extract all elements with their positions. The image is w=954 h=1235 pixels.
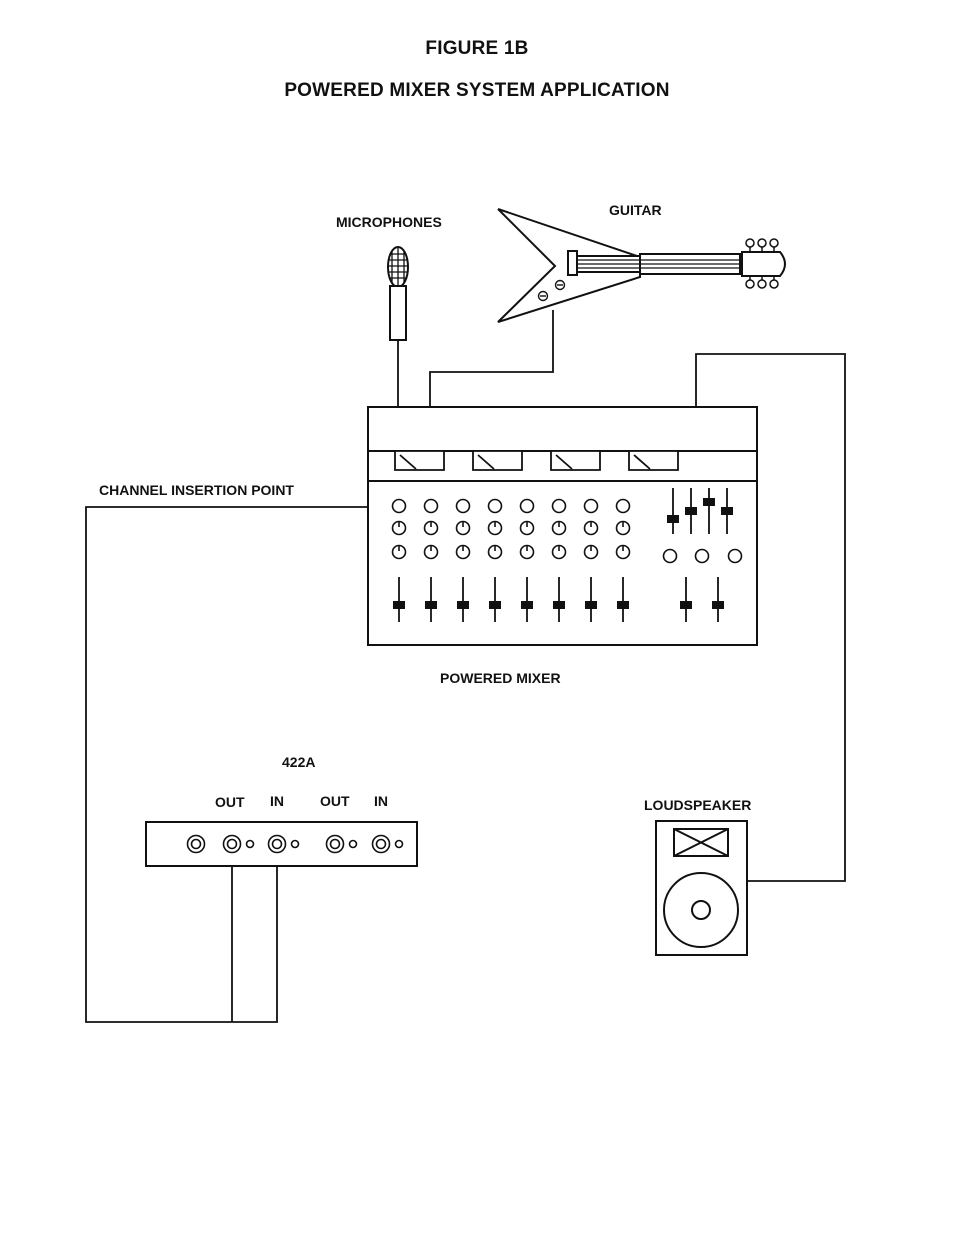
channel-fader-cap	[426, 602, 436, 608]
figure-subtitle: POWERED MIXER SYSTEM APPLICATION	[284, 80, 670, 101]
channel-knob	[425, 522, 438, 535]
master-section	[664, 488, 742, 622]
master-fader-cap	[681, 602, 691, 608]
level-meters	[395, 451, 678, 470]
guitar-label: GUITAR	[609, 202, 662, 218]
jack-indicator	[247, 841, 254, 848]
channel-knob	[553, 522, 566, 535]
master-fader-cap	[713, 602, 723, 608]
loudspeaker-label: LOUDSPEAKER	[644, 797, 752, 813]
microphone-icon	[382, 244, 414, 340]
guitar-cable	[430, 310, 553, 407]
channel-knob	[425, 546, 438, 559]
channel-knob	[585, 522, 598, 535]
loudspeaker-icon	[656, 821, 747, 955]
jack-in-2-label: IN	[374, 793, 388, 809]
jack-in-1-label: IN	[270, 793, 284, 809]
channel-fader-cap	[554, 602, 564, 608]
channel-knob	[617, 546, 630, 559]
channel-fader-cap	[586, 602, 596, 608]
master-fader-cap	[722, 508, 732, 514]
device-422a	[146, 822, 417, 866]
jack-indicator	[350, 841, 357, 848]
master-fader-cap	[686, 508, 696, 514]
guitar-icon	[498, 209, 785, 322]
channel-knob	[585, 546, 598, 559]
figure-title: FIGURE 1B	[425, 38, 529, 59]
channel-knob	[617, 522, 630, 535]
channel-knob	[457, 500, 470, 513]
device-model-label: 422A	[282, 754, 316, 770]
master-knob	[696, 550, 709, 563]
jack-out-1-label: OUT	[215, 794, 245, 810]
jack-out-2-label: OUT	[320, 793, 350, 809]
channel-knob	[489, 522, 502, 535]
master-knob	[664, 550, 677, 563]
channel-knob	[489, 546, 502, 559]
channel-knob	[521, 522, 534, 535]
channel-knob	[393, 546, 406, 559]
channel-knob	[553, 500, 566, 513]
channel-knobs	[393, 500, 630, 559]
channel-knob	[553, 546, 566, 559]
microphones-label: MICROPHONES	[336, 214, 442, 230]
channel-fader-cap	[522, 602, 532, 608]
channel-knob	[393, 522, 406, 535]
channel-fader-cap	[458, 602, 468, 608]
channel-knob	[521, 500, 534, 513]
channel-fader-cap	[490, 602, 500, 608]
channel-knob	[457, 546, 470, 559]
master-knob	[729, 550, 742, 563]
channel-knob	[393, 500, 406, 513]
cables	[86, 310, 845, 1022]
speaker-cable	[696, 354, 845, 881]
channel-knob	[489, 500, 502, 513]
insertion-cable-return	[86, 507, 392, 1022]
jack-indicator	[396, 841, 403, 848]
channel-knob	[425, 500, 438, 513]
channel-faders	[394, 577, 628, 622]
channel-knob	[457, 522, 470, 535]
channel-fader-cap	[618, 602, 628, 608]
master-fader-cap	[668, 516, 678, 522]
powered-mixer-label: POWERED MIXER	[440, 670, 561, 686]
powered-mixer	[368, 407, 757, 645]
channel-knob	[585, 500, 598, 513]
master-fader-cap	[704, 499, 714, 505]
channel-insertion-point-label: CHANNEL INSERTION POINT	[99, 482, 294, 498]
channel-knob	[617, 500, 630, 513]
jack-indicator	[292, 841, 299, 848]
channel-fader-cap	[394, 602, 404, 608]
channel-knob	[521, 546, 534, 559]
